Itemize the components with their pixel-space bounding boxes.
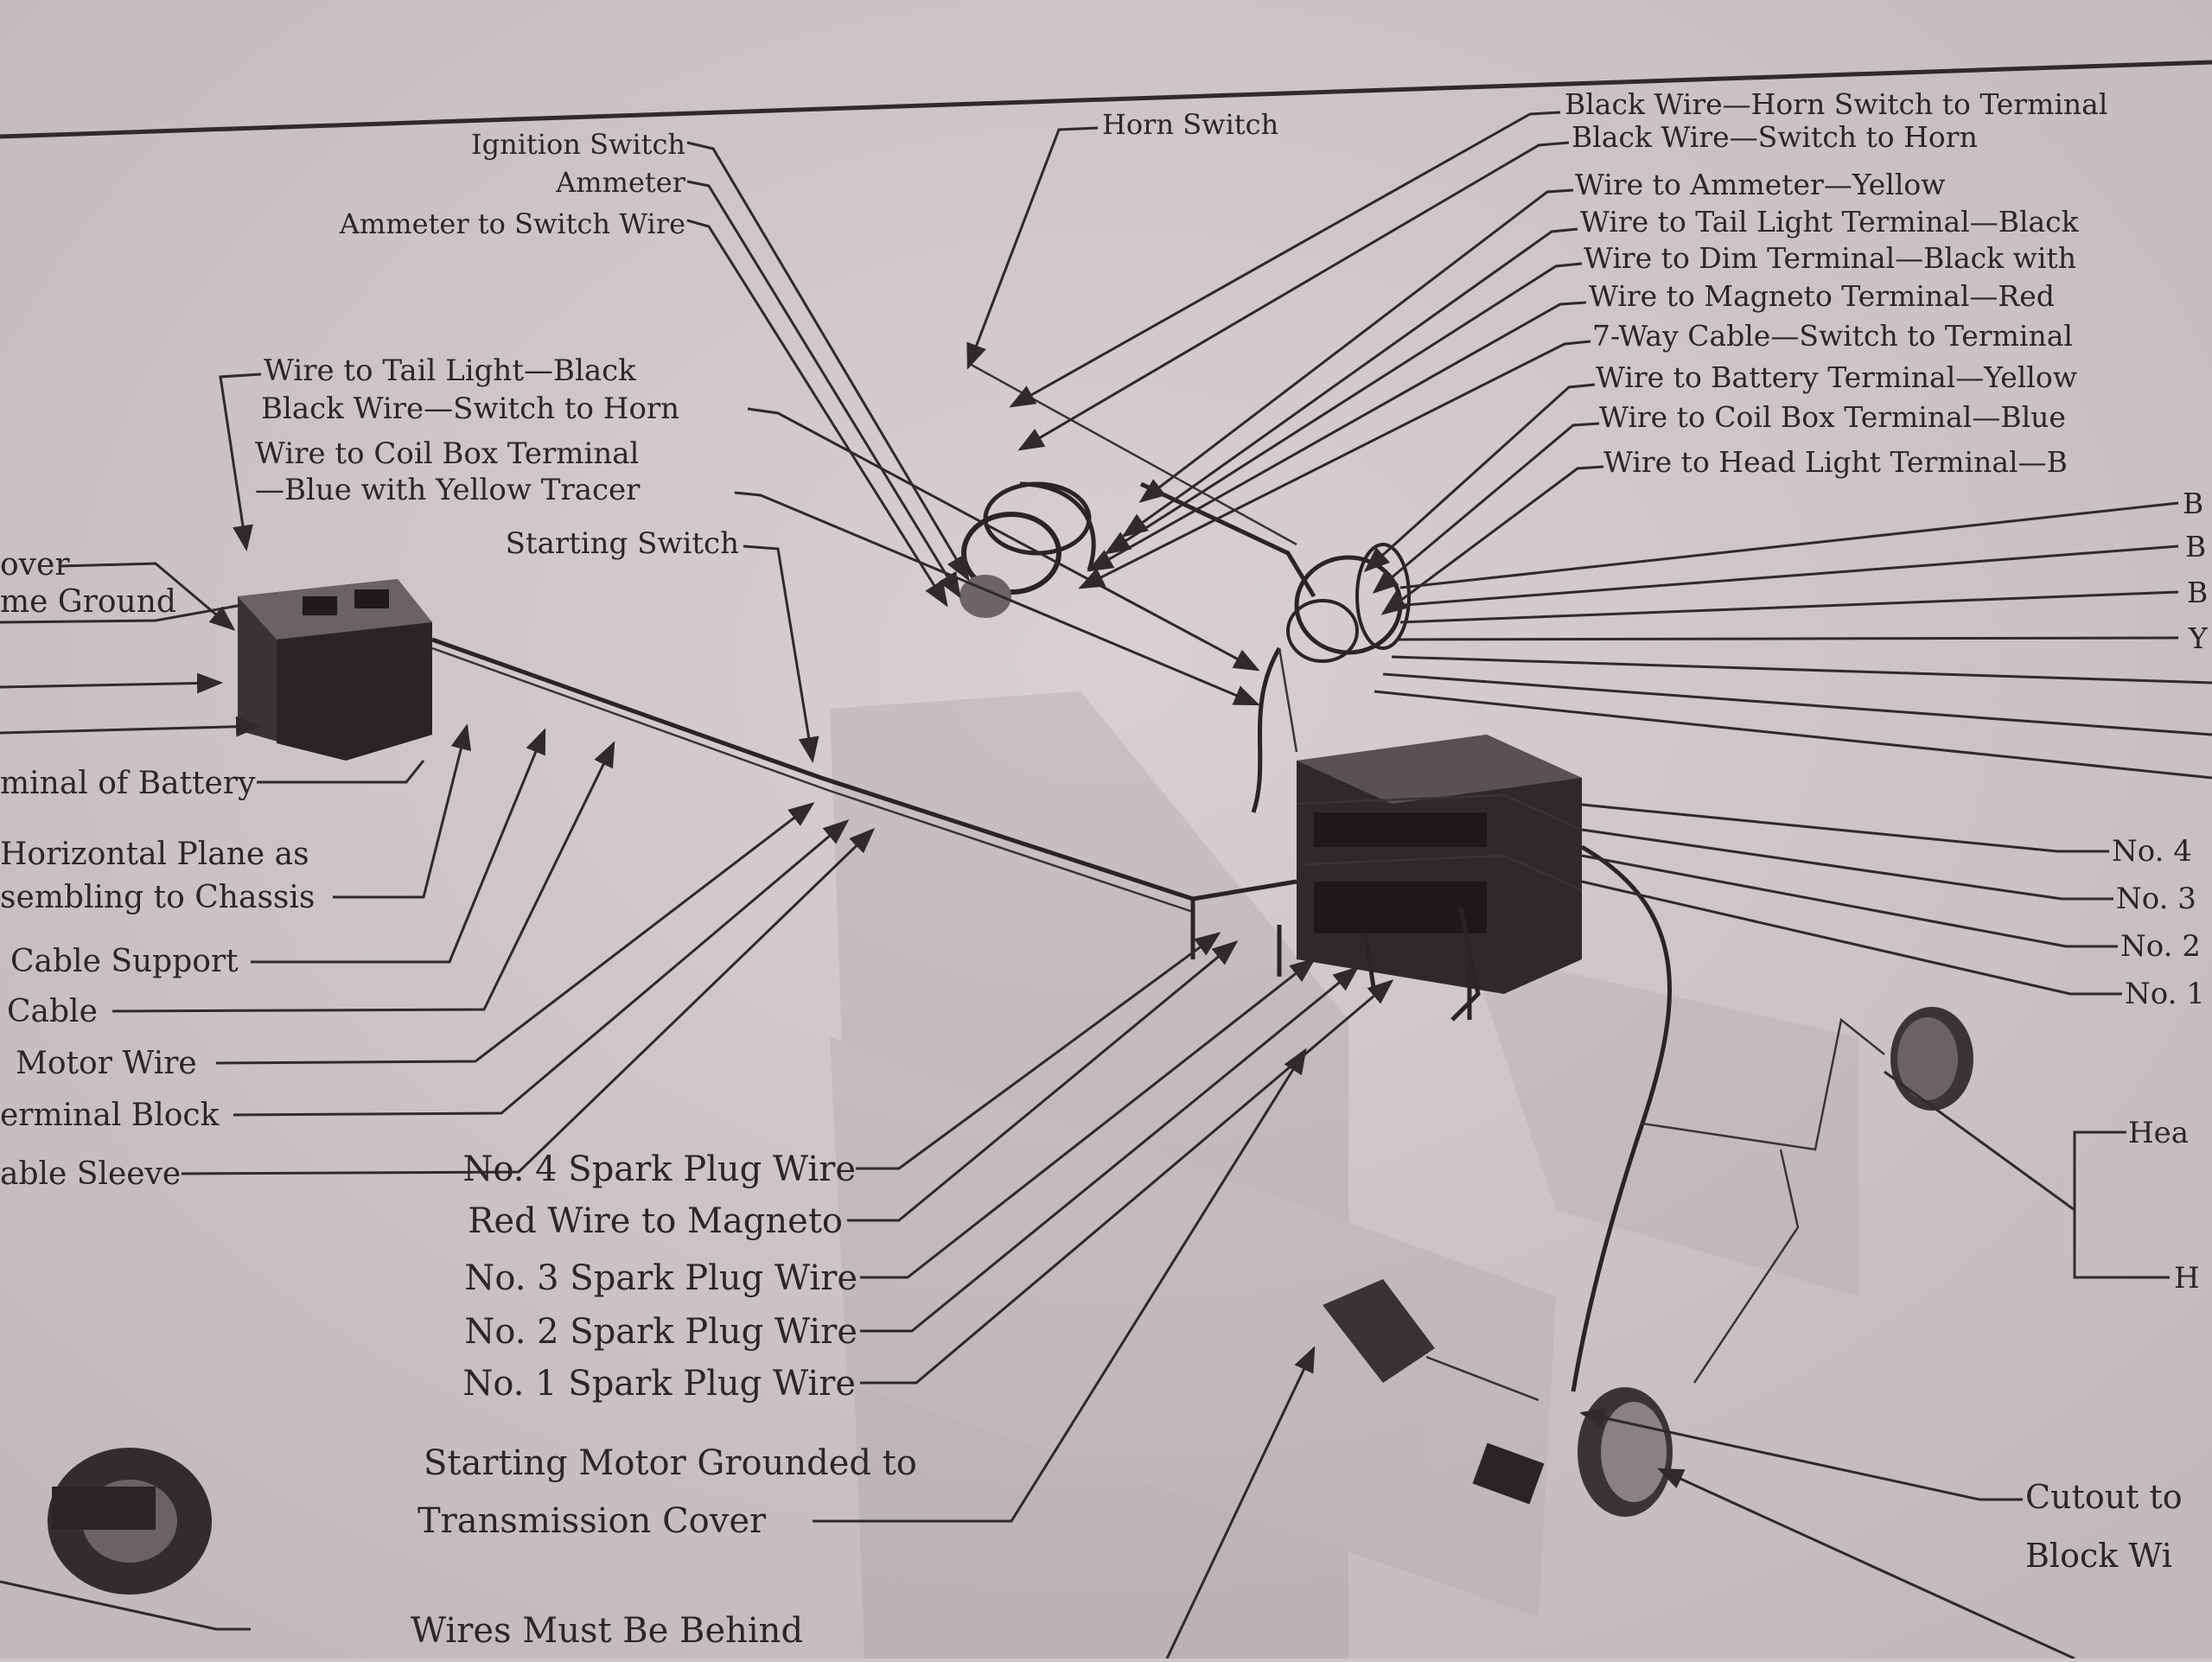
label-right-9: Wire to Head Light Terminal—B xyxy=(1603,445,2068,479)
label-left-6: Cable xyxy=(7,994,98,1029)
label-blue-yellow-tracer: —Blue with Yellow Tracer xyxy=(255,473,641,507)
labels-mid-left: Wire to Tail Light—Black Black Wire—Swit… xyxy=(255,353,739,561)
label-edge-0: B xyxy=(2183,487,2203,520)
labels-right-edge: B B B Y xyxy=(2183,487,2209,655)
label-left-0: over xyxy=(0,547,70,583)
label-head-1: H xyxy=(2174,1261,2200,1296)
label-transmission-cover: Transmission Cover xyxy=(418,1501,767,1541)
label-wires-behind: Wires Must Be Behind xyxy=(411,1611,803,1651)
label-left-9: able Sleeve xyxy=(0,1156,181,1192)
label-ammeter: Ammeter xyxy=(555,166,686,199)
label-black-wire-horn: Black Wire—Switch to Horn xyxy=(261,392,679,426)
label-no-1: No. 1 xyxy=(2125,977,2205,1011)
label-right-5: Wire to Magneto Terminal—Red xyxy=(1589,279,2055,313)
label-left-3: Horizontal Plane as xyxy=(0,837,309,872)
main-cable xyxy=(431,361,1885,1402)
leader-lines xyxy=(0,111,2212,1660)
label-left-8: erminal Block xyxy=(0,1098,220,1133)
labels-left-edge: over me Ground minal of Battery Horizont… xyxy=(0,547,315,1192)
label-no4-spark-plug-wire: No. 4 Spark Plug Wire xyxy=(462,1149,856,1189)
label-right-6: 7-Way Cable—Switch to Terminal xyxy=(1592,319,2073,353)
labels-head: Hea H xyxy=(2128,1116,2200,1296)
label-edge-3: Y xyxy=(2188,621,2209,655)
label-left-5: Cable Support xyxy=(10,944,239,979)
label-right-4: Wire to Dim Terminal—Black with xyxy=(1584,241,2076,275)
label-edge-2: B xyxy=(2187,576,2208,609)
label-left-4: sembling to Chassis xyxy=(0,880,315,915)
label-right-8: Wire to Coil Box Terminal—Blue xyxy=(1599,400,2066,434)
labels-bottom-center: No. 4 Spark Plug Wire Red Wire to Magnet… xyxy=(462,1149,857,1404)
labels-spark-numbers: No. 4 No. 3 No. 2 No. 1 xyxy=(2112,834,2205,1011)
label-right-3: Wire to Tail Light Terminal—Black xyxy=(1580,205,2080,239)
horn xyxy=(48,1448,212,1595)
starting-motor xyxy=(1323,1279,1545,1505)
label-no-4: No. 4 xyxy=(2112,834,2192,869)
label-right-0: Black Wire—Horn Switch to Terminal xyxy=(1565,87,2107,121)
label-starting-switch: Starting Switch xyxy=(506,526,739,561)
coil-box xyxy=(1296,735,1583,1022)
label-left-2: minal of Battery xyxy=(0,766,256,801)
label-edge-1: B xyxy=(2185,530,2206,564)
label-horn-switch: Horn Switch xyxy=(1102,108,1278,141)
label-no2-spark-plug-wire: No. 2 Spark Plug Wire xyxy=(464,1312,857,1352)
label-ignition-switch: Ignition Switch xyxy=(471,128,685,161)
labels-cutout: Cutout to Block Wi xyxy=(2025,1478,2183,1575)
label-left-7: Motor Wire xyxy=(16,1046,197,1081)
label-cutout-0: Cutout to xyxy=(2025,1478,2183,1516)
labels-top-left: Ignition Switch Ammeter Ammeter to Switc… xyxy=(339,128,686,240)
label-tail-light: Wire to Tail Light—Black xyxy=(264,353,636,388)
labels-bottom-notes: Starting Motor Grounded to Transmission … xyxy=(411,1443,917,1651)
label-no-3: No. 3 xyxy=(2116,882,2196,916)
label-red-wire-magneto: Red Wire to Magneto xyxy=(468,1201,843,1241)
label-no1-spark-plug-wire: No. 1 Spark Plug Wire xyxy=(462,1364,856,1404)
battery xyxy=(238,579,432,761)
label-no-2: No. 2 xyxy=(2120,929,2201,964)
label-cutout-1: Block Wi xyxy=(2025,1537,2172,1575)
tail-lamp xyxy=(1578,1387,1673,1517)
label-coil-box-terminal: Wire to Coil Box Terminal xyxy=(255,436,639,471)
label-right-1: Black Wire—Switch to Horn xyxy=(1571,120,1978,154)
label-right-2: Wire to Ammeter—Yellow xyxy=(1575,168,1945,201)
labels-right-top: Black Wire—Horn Switch to Terminal Black… xyxy=(1565,87,2107,479)
label-starting-motor-grounded: Starting Motor Grounded to xyxy=(424,1443,917,1483)
frame-line xyxy=(0,60,2212,139)
label-left-1: me Ground xyxy=(0,584,176,620)
label-head-0: Hea xyxy=(2128,1116,2189,1150)
label-right-7: Wire to Battery Terminal—Yellow xyxy=(1596,360,2077,394)
label-ammeter-to-switch-wire: Ammeter to Switch Wire xyxy=(339,207,685,240)
label-no3-spark-plug-wire: No. 3 Spark Plug Wire xyxy=(464,1258,857,1298)
head-lamp xyxy=(1890,1007,1973,1111)
